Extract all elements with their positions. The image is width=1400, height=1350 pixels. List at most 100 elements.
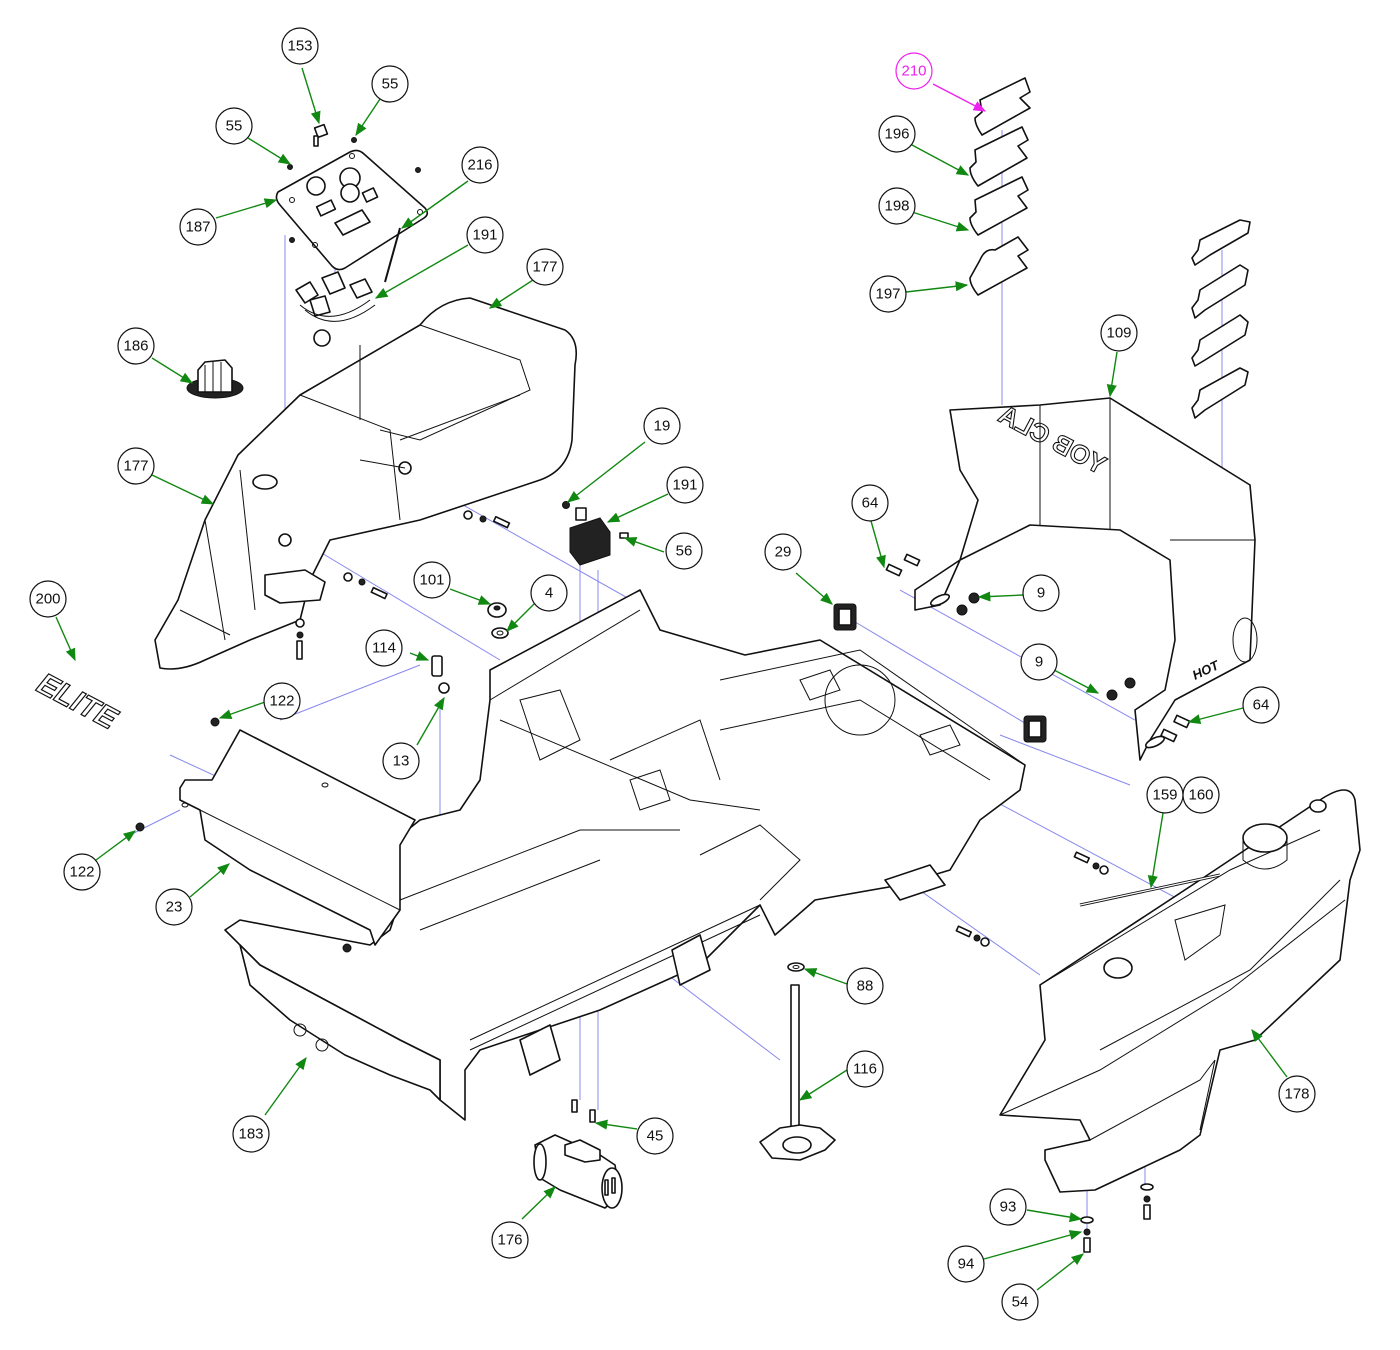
svg-text:19: 19 [654,418,671,435]
svg-text:64: 64 [1253,697,1270,714]
svg-text:183: 183 [238,1126,263,1143]
washer-4 [491,627,509,639]
bolts-64-nuts-9 [885,553,1191,743]
spacer-114 [431,655,443,677]
svg-text:197: 197 [875,286,900,303]
callout-4[interactable]: 4 [530,574,568,612]
callout-200[interactable]: 200 [29,580,67,618]
callout-197[interactable]: 197 [869,275,907,313]
callout-177-top[interactable]: 177 [526,248,564,286]
svg-text:122: 122 [69,864,94,881]
callout-153[interactable]: 153 [281,27,319,65]
svg-text:114: 114 [372,640,396,657]
fuel-cap-186[interactable] [186,359,244,399]
starter-176[interactable] [533,1134,623,1209]
svg-text:64: 64 [862,495,879,512]
callout-216[interactable]: 216 [461,146,499,184]
callout-178[interactable]: 178 [1278,1075,1316,1113]
right-fuel-tank-178[interactable] [999,789,1361,1193]
svg-text:186: 186 [123,338,148,355]
svg-text:88: 88 [857,978,874,995]
callout-210[interactable]: 210 [895,52,933,90]
callout-13[interactable]: 13 [382,742,420,780]
svg-text:159: 159 [1152,787,1177,804]
svg-text:56: 56 [676,543,693,560]
callout-55-right[interactable]: 55 [371,65,409,103]
callout-116[interactable]: 116 [846,1050,884,1088]
wire-harness[interactable] [295,271,376,347]
fuel-line-159-160[interactable] [1079,873,1221,907]
callout-109[interactable]: 109 [1100,314,1138,352]
svg-text:93: 93 [1000,1199,1017,1216]
leader-lines [55,67,1288,1291]
svg-text:191: 191 [672,477,697,494]
callout-9-bottom[interactable]: 9 [1020,643,1058,681]
callout-23[interactable]: 23 [155,888,193,926]
callout-29[interactable]: 29 [764,533,802,571]
left-fender-console[interactable] [154,297,578,670]
callout-191-top[interactable]: 191 [466,216,504,254]
callout-198[interactable]: 198 [878,187,916,225]
callout-88[interactable]: 88 [846,967,884,1005]
callout-191-relay[interactable]: 191 [666,466,704,504]
callout-183[interactable]: 183 [232,1115,270,1153]
callout-187[interactable]: 187 [179,208,217,246]
callout-122-top[interactable]: 122 [263,682,301,720]
callout-159[interactable]: 159 [1146,776,1184,814]
svg-text:177: 177 [123,458,148,475]
svg-text:54: 54 [1012,1294,1029,1311]
screws-122 [135,717,352,953]
callout-45[interactable]: 45 [636,1117,674,1155]
relay-191[interactable] [562,501,629,566]
rear-bracket-183 [239,944,441,1101]
side-shield-23[interactable] [179,729,416,946]
control-panel-plate[interactable] [275,149,429,271]
callout-122-left[interactable]: 122 [63,853,101,891]
decal-stack-left [969,77,1031,296]
svg-text:23: 23 [166,899,183,916]
svg-text:210: 210 [901,63,926,80]
callout-177-left[interactable]: 177 [117,447,155,485]
rear-panel-109[interactable]: YOB CLA HOT [914,397,1258,761]
callout-55-left[interactable]: 55 [215,107,253,145]
callout-114[interactable]: 114 [365,629,403,667]
svg-text:177: 177 [532,259,557,276]
main-chassis-frame[interactable] [224,589,1026,1121]
callout-186[interactable]: 186 [117,327,155,365]
callout-93[interactable]: 93 [989,1188,1027,1226]
svg-text:4: 4 [545,585,553,602]
callout-19[interactable]: 19 [643,407,681,445]
callouts: 153 55 55 187 216 191 177 186 177 200 21… [29,27,1316,1321]
callout-196[interactable]: 196 [878,115,916,153]
callout-56[interactable]: 56 [665,532,703,570]
elite-decal-text: ELITE [32,667,123,737]
screws-55 [287,137,421,243]
screws-45 [571,1099,596,1123]
svg-text:191: 191 [472,227,497,244]
washer-88 [787,962,805,972]
callout-64-top[interactable]: 64 [851,484,889,522]
decal-stack-right [1191,219,1251,419]
callout-9-top[interactable]: 9 [1022,574,1060,612]
svg-text:45: 45 [647,1128,664,1145]
svg-text:109: 109 [1106,325,1131,342]
svg-text:196: 196 [884,126,909,143]
callout-101[interactable]: 101 [413,561,451,599]
callout-176[interactable]: 176 [491,1221,529,1259]
callout-64-bottom[interactable]: 64 [1242,686,1280,724]
svg-text:187: 187 [185,219,210,236]
svg-text:94: 94 [958,1256,975,1273]
svg-text:176: 176 [497,1232,522,1249]
ignition-key[interactable] [313,123,329,147]
svg-text:153: 153 [287,38,312,55]
shaft-collar-101 [487,602,507,618]
callout-54[interactable]: 54 [1001,1283,1039,1321]
callout-160[interactable]: 160 [1182,776,1220,814]
svg-text:122: 122 [269,693,294,710]
callout-94[interactable]: 94 [947,1245,985,1283]
shaft-116[interactable] [759,984,836,1161]
elite-decal: ELITE [31,666,124,737]
svg-text:55: 55 [382,76,399,93]
svg-text:55: 55 [226,118,243,135]
